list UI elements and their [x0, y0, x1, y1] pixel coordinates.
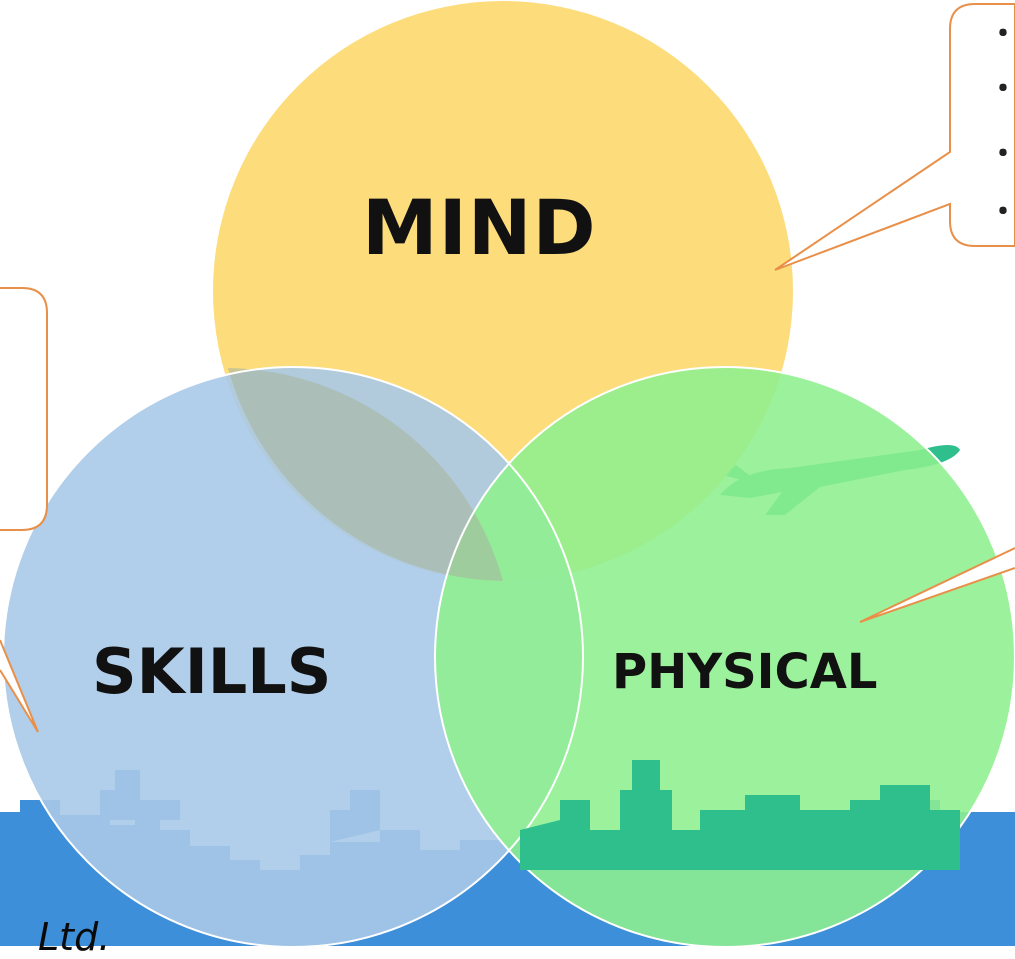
physical-label: PHYSICAL	[612, 644, 878, 700]
mind-bullet-4: ・	[988, 195, 1015, 230]
footer-company-text: Ltd.	[38, 915, 111, 959]
mind-bullet-2: ・	[988, 72, 1015, 107]
mind-skills-overlap	[228, 368, 503, 581]
mind-callout-box	[774, 3, 1015, 271]
skills-callout-box	[0, 287, 48, 531]
mind-bullet-3: ・	[988, 137, 1015, 172]
skills-callout-pointer	[0, 639, 39, 733]
skills-label: SKILLS	[92, 635, 332, 708]
mind-label: MIND	[362, 183, 597, 272]
physical-callout-pointer	[859, 547, 1015, 623]
mind-bullet-1: ・	[988, 17, 1015, 52]
city-skyline-green-icon	[520, 760, 960, 870]
